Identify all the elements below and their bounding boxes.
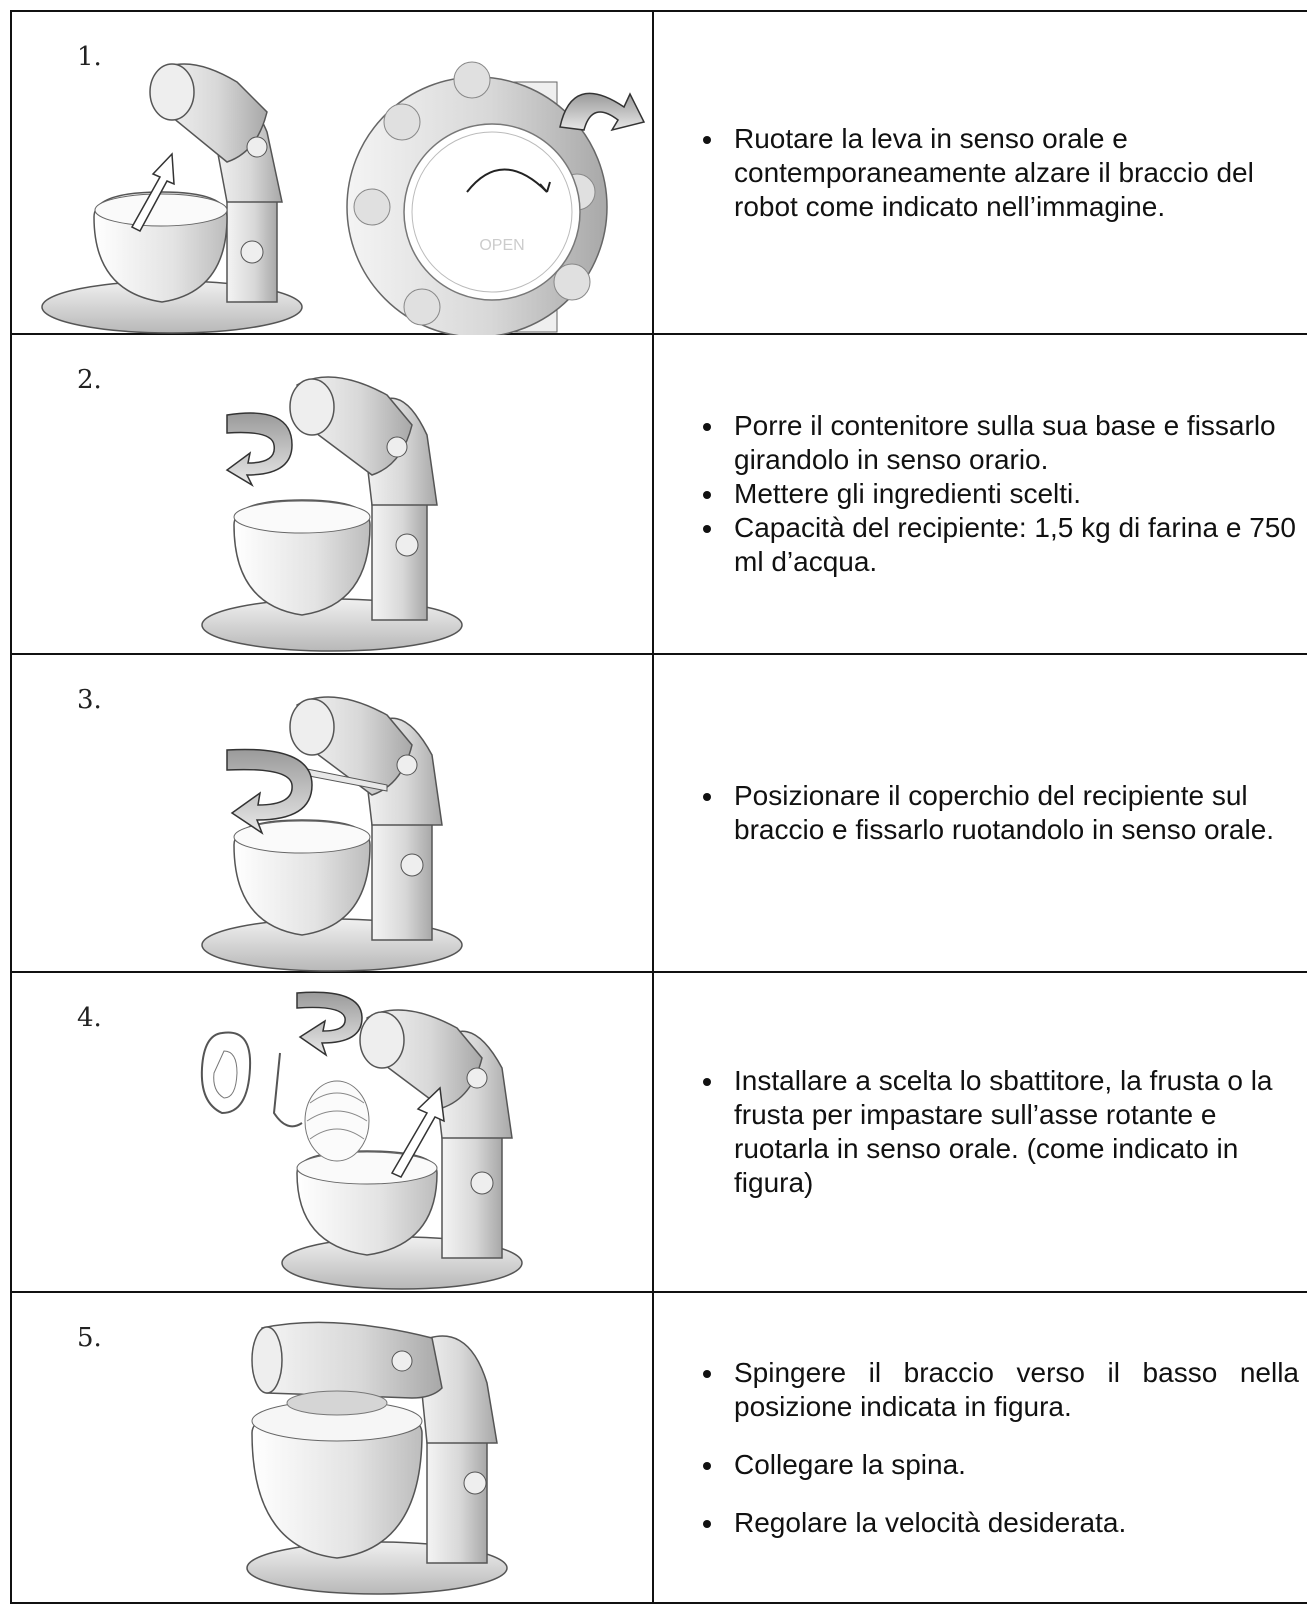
step-row-5: 5. Spingere il braccio verso il basso ne… <box>11 1292 1307 1603</box>
instruction-item: Mettere gli ingredienti scelti. <box>726 477 1299 511</box>
step-illustration-cell: 1. <box>11 11 653 334</box>
mixer-lid-placement-illustration <box>12 655 652 973</box>
step-text-cell: Porre il contenitore sulla sua base e fi… <box>653 334 1307 654</box>
instruction-list: Spingere il braccio verso il basso nella… <box>654 1356 1307 1540</box>
instruction-item: Capacità del recipiente: 1,5 kg di farin… <box>726 511 1299 579</box>
instruction-list: Installare a scelta lo sbattitore, la fr… <box>654 1064 1307 1200</box>
mixer-arm-lowered-illustration <box>12 1293 652 1604</box>
instruction-item: Posizionare il coperchio del recipiente … <box>726 779 1299 847</box>
step-illustration-cell: 5. <box>11 1292 653 1603</box>
instruction-item: Ruotare la leva in senso orale e contemp… <box>726 122 1299 224</box>
instruction-item: Regolare la velocità desiderata. <box>726 1506 1299 1540</box>
instruction-item: Installare a scelta lo sbattitore, la fr… <box>726 1064 1299 1200</box>
step-text-cell: Spingere il braccio verso il basso nella… <box>653 1292 1307 1603</box>
mixer-raised-arm-illustration: OPEN <box>12 12 652 335</box>
open-knob-label: OPEN <box>479 237 524 254</box>
step-illustration-cell: 4. <box>11 972 653 1292</box>
step-row-1: 1. <box>11 11 1307 334</box>
step-row-4: 4. <box>11 972 1307 1292</box>
instruction-list: Porre il contenitore sulla sua base e fi… <box>654 409 1307 579</box>
step-row-3: 3. Posizionare il coperchio del recipien… <box>11 654 1307 972</box>
instruction-list: Posizionare il coperchio del recipiente … <box>654 779 1307 847</box>
step-text-cell: Installare a scelta lo sbattitore, la fr… <box>653 972 1307 1292</box>
instruction-list: Ruotare la leva in senso orale e contemp… <box>654 122 1307 224</box>
instruction-item: Porre il contenitore sulla sua base e fi… <box>726 409 1299 477</box>
mixer-bowl-placement-illustration <box>12 335 652 655</box>
step-text-cell: Posizionare il coperchio del recipiente … <box>653 654 1307 972</box>
step-row-2: 2. Porre il contenitore sulla sua base e… <box>11 334 1307 654</box>
step-text-cell: Ruotare la leva in senso orale e contemp… <box>653 11 1307 334</box>
step-illustration-cell: 2. <box>11 334 653 654</box>
instruction-item: Collegare la spina. <box>726 1448 1299 1482</box>
instruction-table: 1. <box>10 10 1307 1604</box>
step-illustration-cell: 3. <box>11 654 653 972</box>
mixer-attachment-install-illustration <box>12 973 652 1293</box>
instruction-item: Spingere il braccio verso il basso nella… <box>726 1356 1299 1424</box>
